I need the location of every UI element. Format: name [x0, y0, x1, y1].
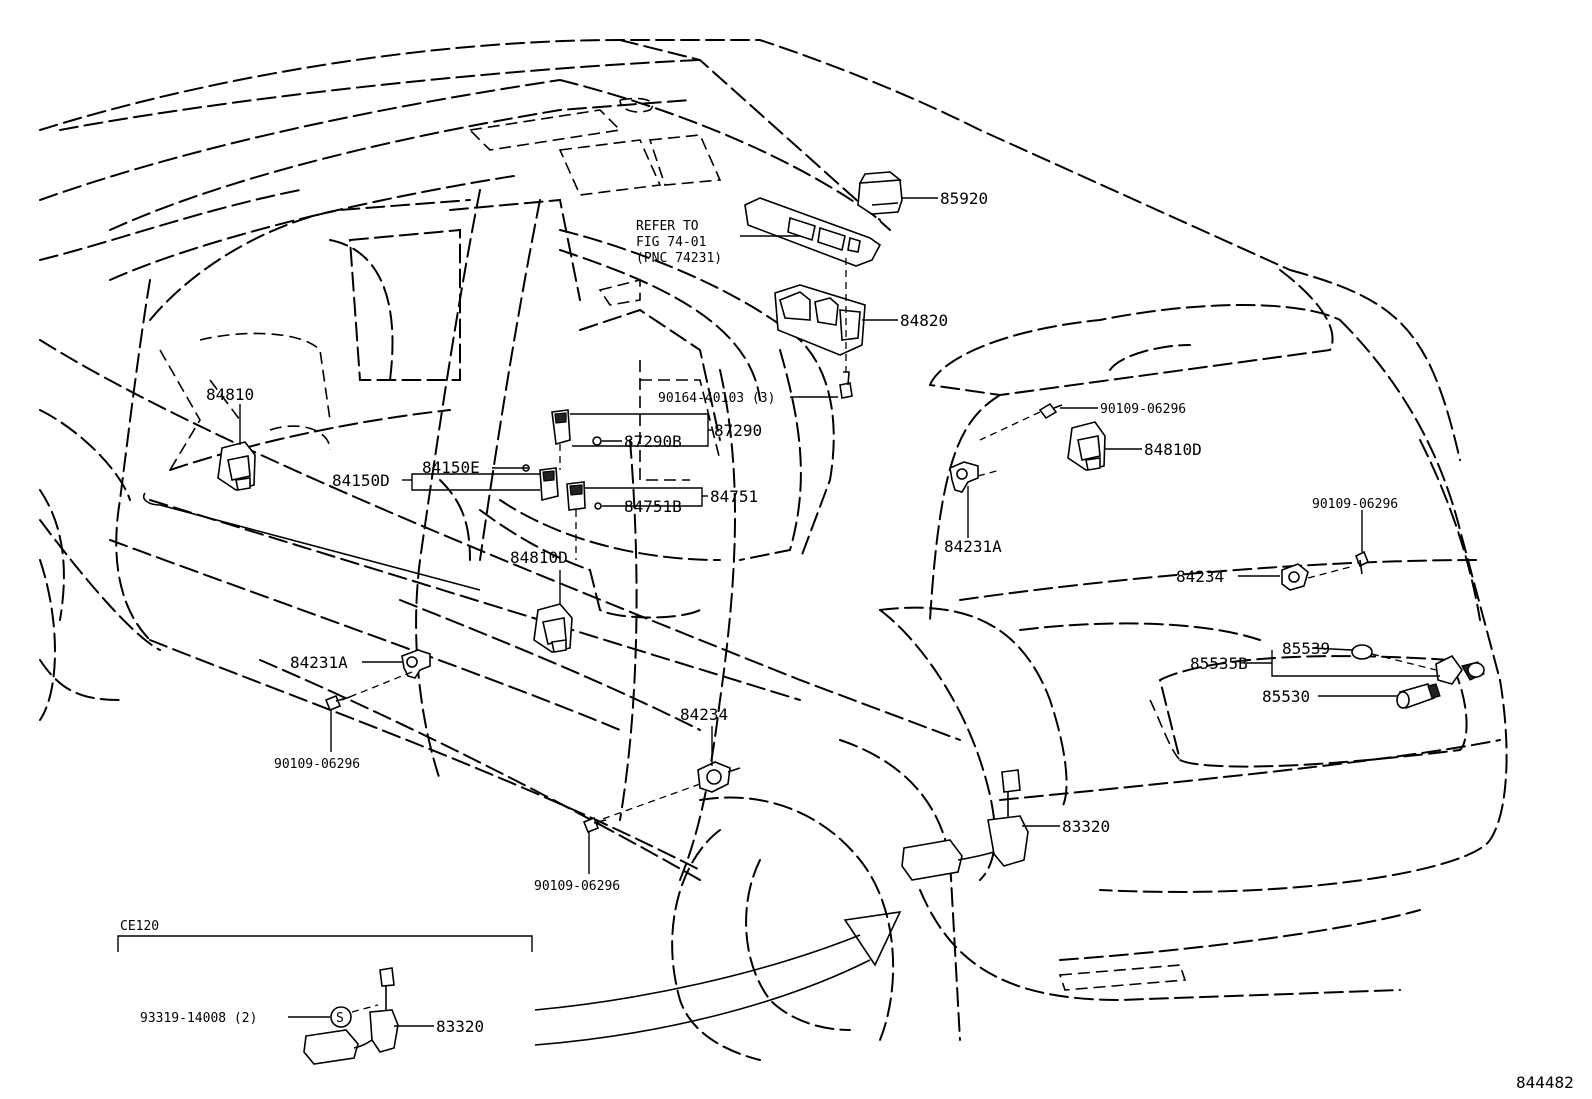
label-84150E[interactable]: 84150E [422, 458, 480, 477]
label-83320[interactable]: 83320 [1062, 817, 1110, 836]
part-83320-sensor-inset[interactable] [303, 967, 399, 1065]
label-85535B[interactable]: 85535B [1190, 654, 1248, 673]
label-84231A-right[interactable]: 84231A [944, 537, 1002, 556]
label-90164-40103[interactable]: 90164-40103 (3) [658, 391, 775, 406]
label-83320-inset[interactable]: 83320 [436, 1017, 484, 1036]
label-85920[interactable]: 85920 [940, 189, 988, 208]
vehicle-outline [39, 39, 1508, 1061]
parts [217, 171, 1485, 1065]
label-84150D[interactable]: 84150D [332, 471, 390, 490]
label-90109-06296-right-top[interactable]: 90109-06296 [1100, 402, 1186, 417]
label-84234-right[interactable]: 84234 [1176, 567, 1224, 586]
label-inset-code: CE120 [120, 919, 159, 934]
label-90109-06296-right-mid[interactable]: 90109-06296 [1312, 497, 1398, 512]
part-84231A-left[interactable] [401, 649, 431, 679]
part-84234-left[interactable] [697, 761, 741, 793]
part-90109-screw-left[interactable] [324, 694, 351, 712]
part-85920-switch[interactable] [857, 171, 903, 215]
label-85530[interactable]: 85530 [1262, 687, 1310, 706]
part-90109-screw-bottom[interactable] [582, 816, 607, 834]
leader-lines [117, 197, 1440, 1027]
part-window-switch-bezel[interactable] [744, 197, 882, 267]
label-refer-line2: FIG 74-01 [636, 235, 706, 250]
part-85535B-socket[interactable] [1435, 654, 1485, 685]
label-84751B[interactable]: 84751B [624, 497, 682, 516]
label-85539[interactable]: 85539 [1282, 639, 1330, 658]
label-90109-06296-left[interactable]: 90109-06296 [274, 757, 360, 772]
figure-number: 844482 [1516, 1073, 1574, 1092]
part-90109-screw-right-top[interactable] [1038, 402, 1063, 420]
label-84810[interactable]: 84810 [206, 385, 254, 404]
label-84751[interactable]: 84751 [710, 487, 758, 506]
part-83320-sensor[interactable] [901, 769, 1029, 881]
part-84810-switch-left[interactable] [217, 441, 256, 491]
special-parts-s-mark [330, 1006, 352, 1028]
part-85530-lighter[interactable] [1396, 683, 1441, 710]
callout-labels: 85920 REFER TO FIG 74-01 (PNC 74231) 848… [120, 189, 1574, 1092]
part-84820-master-switch[interactable] [774, 284, 866, 356]
label-84810D-right[interactable]: 84810D [1144, 440, 1202, 459]
part-84231A-right[interactable] [949, 461, 979, 493]
label-84234-left[interactable]: 84234 [680, 705, 728, 724]
part-84751-switch[interactable] [566, 481, 602, 511]
label-93319-14008[interactable]: 93319-14008 (2) [140, 1011, 257, 1026]
part-84810D-switch-center[interactable] [533, 603, 573, 653]
label-87290B[interactable]: 87290B [624, 432, 682, 451]
label-84820[interactable]: 84820 [900, 311, 948, 330]
label-s-mark: S [336, 1011, 344, 1026]
part-84150D-switch[interactable] [522, 464, 559, 502]
label-90109-06296-bottom[interactable]: 90109-06296 [534, 879, 620, 894]
label-87290[interactable]: 87290 [714, 421, 762, 440]
part-90109-screw-right-mid[interactable] [1354, 550, 1370, 575]
label-84231A-left[interactable]: 84231A [290, 653, 348, 672]
label-refer-line1: REFER TO [636, 219, 699, 234]
part-85539-cap[interactable] [1351, 644, 1373, 660]
part-84810D-switch-right[interactable] [1067, 421, 1106, 471]
part-84234-right[interactable] [1281, 563, 1309, 591]
part-87290-switch[interactable] [551, 409, 602, 446]
label-84810D-center[interactable]: 84810D [510, 548, 568, 567]
part-90164-screw[interactable] [839, 371, 853, 399]
label-refer-line3[interactable]: (PNC 74231) [636, 251, 722, 266]
